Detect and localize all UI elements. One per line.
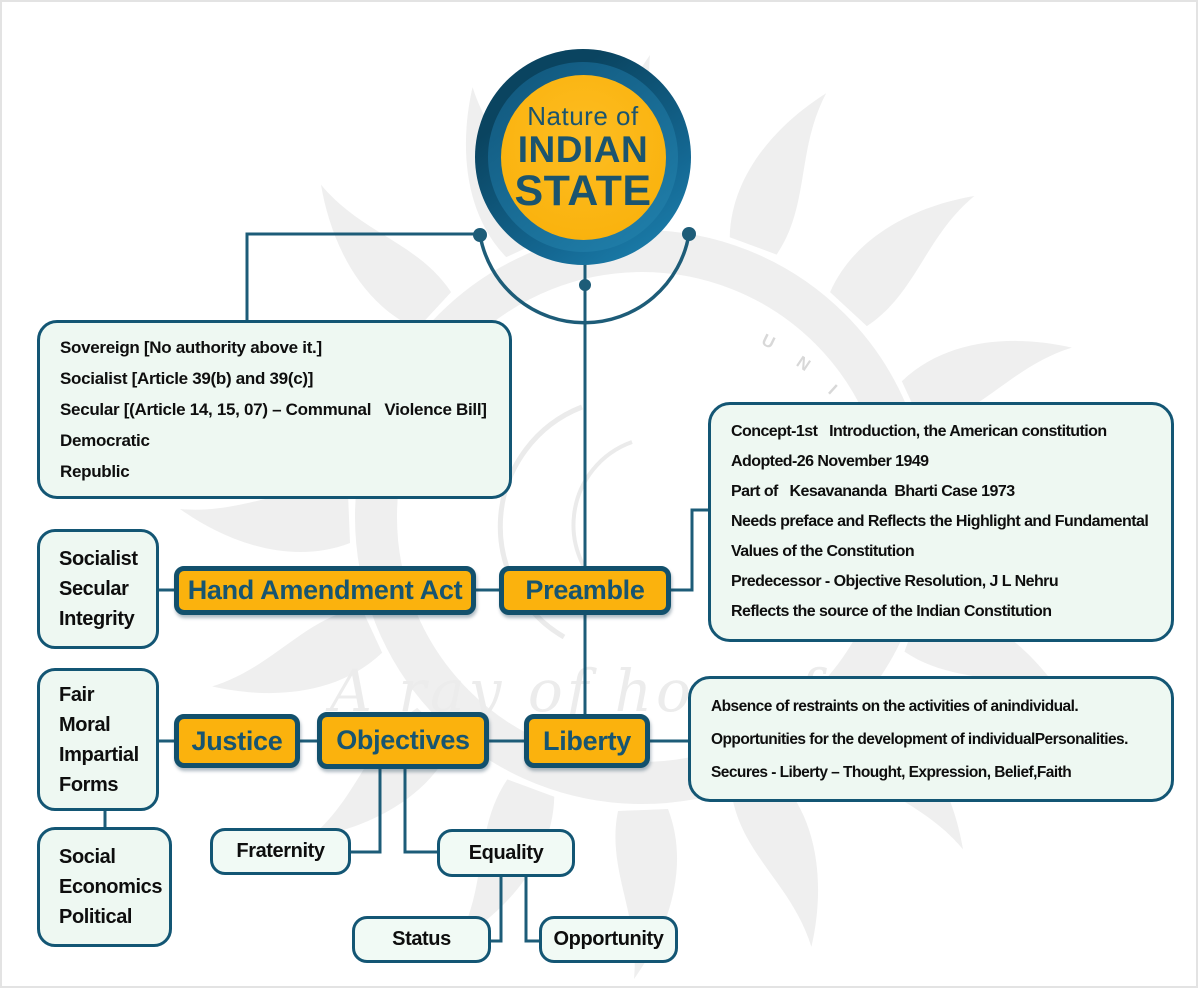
panel-line: Socialist <box>59 548 138 570</box>
circle-title-line3: STATE <box>514 167 652 215</box>
circle-title-line2: INDIAN <box>517 129 649 170</box>
socialist-secular-integrity-panel: Socialist Secular Integrity <box>37 529 159 649</box>
panel-line: Forms <box>59 773 119 796</box>
panel-line: Social <box>59 846 116 868</box>
panel-line: Socialist [Article 39(b) and 39(c)] <box>60 369 314 388</box>
hand-amendment-act-node: Hand Amendment Act <box>174 566 476 615</box>
panel-line: Concept-1st Introduction, the American c… <box>731 423 1107 440</box>
fair-moral-impartial-forms-panel: Fair Moral Impartial Forms <box>37 668 159 811</box>
connector-objectives-fraternity <box>351 769 382 854</box>
preamble-details-panel: Concept-1st Introduction, the American c… <box>708 402 1174 642</box>
panel-line: Part of Kesavananda Bharti Case 1973 <box>731 483 1015 500</box>
opportunity-node: Opportunity <box>539 916 678 963</box>
panel-line: Needs preface and Reflects the Highlight… <box>731 513 1149 530</box>
panel-line: Integrity <box>59 608 135 630</box>
circle-ring: Nature of INDIAN STATE <box>488 62 678 252</box>
social-economics-political-panel: Social Economics Political <box>37 827 172 947</box>
arc-dot-right <box>682 227 696 241</box>
liberty-details-panel: Absence of restraints on the activities … <box>688 676 1174 802</box>
fraternity-node: Fraternity <box>210 828 351 875</box>
connector-to-sovereign <box>245 232 480 320</box>
panel-line: Absence of restraints on the activities … <box>711 697 1079 715</box>
connector-equality-status <box>490 877 503 943</box>
justice-node: Justice <box>174 714 300 768</box>
panel-line: Fair <box>59 683 95 706</box>
preamble-node: Preamble <box>499 566 671 615</box>
panel-line: Reflects the source of the Indian Consti… <box>731 603 1052 620</box>
liberty-node: Liberty <box>524 714 650 768</box>
sovereign-panel: Sovereign [No authority above it.] Socia… <box>37 320 512 499</box>
panel-line: Moral <box>59 713 111 736</box>
status-node: Status <box>352 916 491 963</box>
circle-inner: Nature of INDIAN STATE <box>500 74 666 240</box>
objectives-node: Objectives <box>317 712 489 769</box>
equality-node: Equality <box>437 829 575 877</box>
panel-line: Predecessor - Objective Resolution, J L … <box>731 573 1059 590</box>
panel-line: Political <box>59 906 133 928</box>
panel-line: Opportunities for the development of ind… <box>711 730 1128 748</box>
connector-objectives-equality <box>403 769 437 854</box>
panel-line: Secular [(Article 14, 15, 07) – Communal… <box>60 400 487 419</box>
panel-line: Democratic <box>60 431 150 450</box>
connector-equality-opportunity <box>524 877 539 943</box>
circle-title-line1: Nature of <box>527 101 639 131</box>
panel-line: Impartial <box>59 743 139 766</box>
panel-line: Sovereign [No authority above it.] <box>60 338 322 357</box>
panel-line: Secular <box>59 578 129 600</box>
panel-line: Secures - Liberty – Thought, Expression,… <box>711 763 1072 781</box>
nature-of-indian-state-node: Nature of INDIAN STATE <box>475 49 691 265</box>
panel-line: Republic <box>60 462 130 481</box>
panel-line: Adopted-26 November 1949 <box>731 453 929 470</box>
connector-preamble-details <box>671 508 708 592</box>
panel-line: Economics <box>59 876 163 898</box>
panel-line: Values of the Constitution <box>731 543 915 560</box>
